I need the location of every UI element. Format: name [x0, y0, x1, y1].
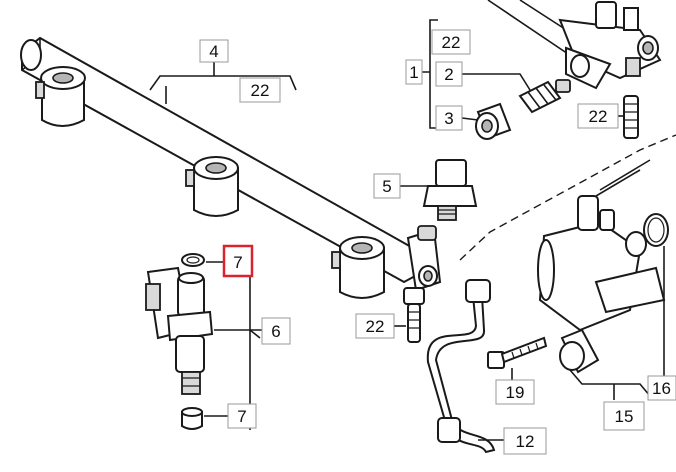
callout-22b: 22 — [431, 29, 471, 55]
callout-22d-text: 22 — [366, 317, 385, 336]
rail-cup-1 — [35, 66, 86, 127]
callout-22c: 22 — [577, 103, 619, 129]
callout-7-highlighted: 7 — [222, 244, 254, 278]
leader-lines — [149, 19, 665, 441]
callout-16-text: 16 — [652, 379, 671, 398]
callout-12: 12 — [503, 427, 547, 455]
callout-5: 5 — [373, 173, 401, 199]
callout-7b-text: 7 — [237, 407, 246, 426]
fuel-pressure-sender — [422, 159, 478, 221]
pressure-fitting — [518, 79, 571, 114]
pump-bolt — [487, 336, 548, 369]
callout-7a-text: 7 — [233, 253, 242, 272]
callout-22b-text: 22 — [442, 33, 461, 52]
o-ring-top — [181, 253, 205, 267]
callout-22c-text: 22 — [589, 107, 608, 126]
callout-19-text: 19 — [506, 383, 525, 402]
rail-cup-2 — [185, 156, 239, 217]
rail-cup-3 — [331, 236, 385, 299]
engine-outline-dashed — [459, 134, 676, 261]
fuel-injector — [145, 266, 214, 395]
callout-15-text: 15 — [615, 407, 634, 426]
callout-22d: 22 — [355, 313, 395, 339]
callout-19: 19 — [495, 379, 535, 405]
callout-15: 15 — [603, 401, 645, 431]
union-fitting-top-right — [623, 95, 639, 139]
callout-3-text: 3 — [444, 109, 453, 128]
screw-plug — [475, 102, 512, 140]
fuel-rail — [20, 36, 442, 299]
pump-connector-housing — [487, 0, 662, 90]
callout-3: 3 — [435, 105, 463, 131]
callout-16: 16 — [647, 375, 676, 401]
callout-22a: 22 — [239, 77, 281, 103]
callout-6: 6 — [261, 317, 291, 345]
callout-2: 2 — [435, 61, 463, 87]
callout-5-text: 5 — [382, 177, 391, 196]
callout-1: 1 — [405, 59, 423, 85]
callout-22a-text: 22 — [251, 81, 270, 100]
callout-4: 4 — [199, 39, 229, 63]
callout-4-text: 4 — [209, 42, 218, 61]
callout-12-text: 12 — [516, 432, 535, 451]
union-fitting-mid — [403, 287, 425, 343]
high-pressure-pump — [537, 159, 666, 374]
callout-7b: 7 — [227, 403, 257, 429]
combustion-seal-bottom — [181, 407, 203, 430]
callout-6-text: 6 — [271, 322, 280, 341]
callout-2-text: 2 — [444, 65, 453, 84]
high-pressure-line — [426, 279, 496, 454]
callout-1-text: 1 — [409, 63, 418, 82]
